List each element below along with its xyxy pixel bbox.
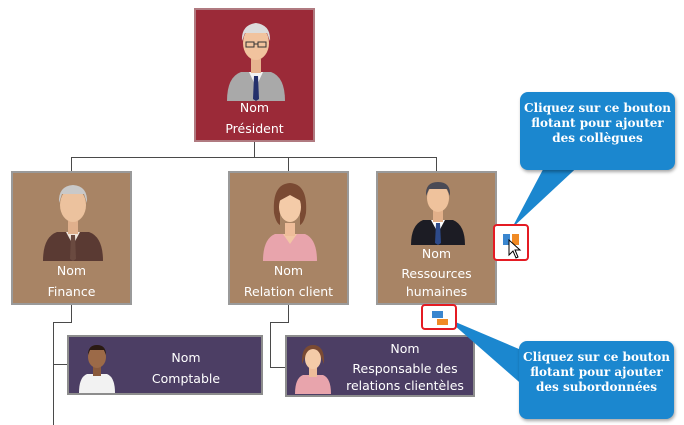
callout-colleagues-pointer (512, 160, 585, 228)
responsable-relations-card[interactable]: Nom Responsable des relations clientèles (285, 335, 475, 397)
ressources-humaines-title-line2: humaines (405, 284, 468, 299)
president-name: Nom (239, 100, 270, 115)
connector-relation-trunk (270, 322, 271, 368)
responsable-title-line1: Responsable des (352, 361, 458, 376)
connector-relation-h (270, 322, 289, 323)
comptable-title: Comptable (151, 371, 221, 386)
ressources-humaines-title-line1: Ressources (401, 266, 472, 281)
president-title: Président (225, 121, 284, 136)
ressources-humaines-name: Nom (421, 246, 452, 261)
finance-card[interactable]: Nom Finance (11, 171, 132, 305)
person-avatar-icon (227, 23, 285, 101)
callout-colleagues-line1: Cliquez sur ce bouton (524, 101, 671, 115)
person-avatar-icon (79, 345, 115, 393)
connector-finance-down (71, 304, 72, 322)
add-subordinate-button[interactable] (421, 304, 457, 330)
finance-name: Nom (56, 263, 87, 278)
callout-subordinates-line1: Cliquez sur ce bouton (523, 350, 670, 364)
callout-colleagues-line3: des collègues (552, 131, 643, 145)
connector-relation-to-responsable (270, 367, 285, 368)
connector-to-rh (436, 157, 437, 172)
add-subordinate-icon (432, 311, 448, 325)
mouse-cursor-icon (508, 239, 522, 259)
comptable-name: Nom (171, 350, 201, 365)
responsable-title-line2: relations clientèles (346, 378, 464, 393)
connector-president-down (254, 141, 255, 158)
relation-client-name: Nom (273, 263, 304, 278)
person-avatar-icon (411, 182, 465, 245)
connector-relation-down (288, 304, 289, 322)
callout-subordinates-line2: flotant pour ajouter (530, 365, 663, 379)
connector-finance-to-comptable (53, 364, 67, 365)
connector-finance-trunk (53, 322, 54, 425)
add-colleague-icon (503, 234, 519, 245)
person-avatar-icon (263, 183, 317, 261)
relation-client-title: Relation client (243, 284, 334, 299)
add-colleague-button[interactable] (493, 224, 529, 261)
connector-to-relation (288, 157, 289, 172)
callout-colleagues: Cliquez sur ce bouton flotant pour ajout… (520, 92, 675, 170)
connector-to-finance (71, 157, 72, 172)
responsable-name: Nom (390, 341, 420, 356)
person-avatar-icon (295, 345, 331, 394)
callout-subordinates-pointer (446, 318, 526, 388)
connector-finance-h (53, 322, 72, 323)
finance-title: Finance (47, 284, 96, 299)
relation-client-card[interactable]: Nom Relation client (228, 171, 349, 305)
president-card[interactable]: Nom Président (194, 8, 315, 142)
callout-colleagues-line2: flotant pour ajouter (531, 116, 664, 130)
callout-subordinates: Cliquez sur ce bouton flotant pour ajout… (519, 341, 674, 419)
person-avatar-icon (43, 185, 103, 261)
comptable-card[interactable]: Nom Comptable (67, 335, 263, 395)
callout-subordinates-line3: des subordonnées (535, 380, 658, 394)
connector-horizontal (71, 157, 437, 158)
